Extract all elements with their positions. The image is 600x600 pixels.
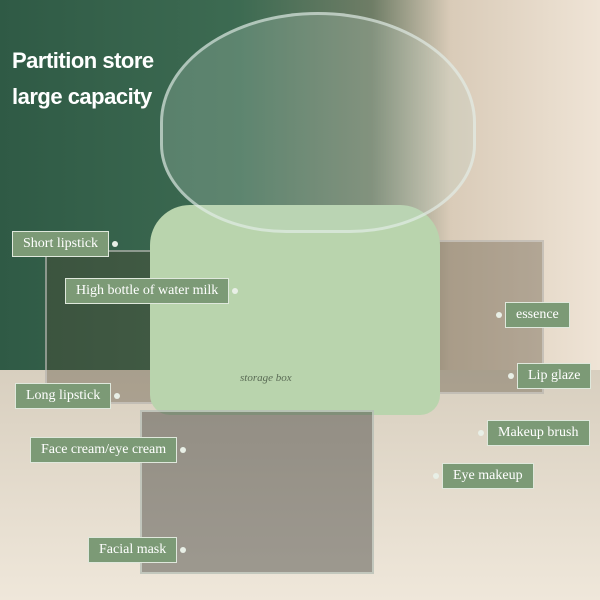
label-text: Eye makeup	[453, 468, 523, 483]
label-lip-glaze: Lip glaze	[508, 363, 592, 389]
organizer-drawer	[140, 410, 374, 574]
left-lipstick-rack	[45, 250, 159, 404]
label-text: Facial mask	[99, 542, 167, 557]
label-essence: essence	[496, 302, 570, 328]
label-face-cream: Face cream/eye cream	[30, 437, 187, 463]
headline-line-2: large capacity	[12, 84, 152, 109]
pointer-dot-icon	[478, 430, 484, 436]
pointer-dot-icon	[180, 547, 187, 553]
product-brand-text: storage box	[240, 372, 292, 384]
pointer-dot-icon	[508, 373, 514, 379]
label-text: High bottle of water milk	[76, 283, 219, 298]
label-text: Makeup brush	[498, 425, 579, 440]
label-short-lipstick: Short lipstick	[12, 231, 119, 257]
label-text: Lip glaze	[528, 368, 581, 383]
pointer-dot-icon	[114, 393, 121, 399]
label-text: Long lipstick	[26, 388, 101, 403]
label-makeup-brush: Makeup brush	[478, 420, 590, 446]
pointer-dot-icon	[180, 447, 187, 453]
headline-line-1: Partition store	[12, 48, 154, 73]
label-text: Short lipstick	[23, 236, 99, 251]
label-high-bottle: High bottle of water milk	[65, 278, 239, 304]
pointer-dot-icon	[232, 288, 239, 294]
pointer-dot-icon	[496, 312, 502, 318]
label-text: Face cream/eye cream	[41, 442, 167, 457]
pointer-dot-icon	[433, 473, 439, 479]
organizer-lid	[160, 12, 476, 233]
organizer-body	[150, 205, 440, 415]
label-long-lipstick: Long lipstick	[15, 383, 121, 409]
label-facial-mask: Facial mask	[88, 537, 187, 563]
pointer-dot-icon	[112, 241, 119, 247]
label-eye-makeup: Eye makeup	[433, 463, 534, 489]
label-text: essence	[516, 307, 559, 322]
